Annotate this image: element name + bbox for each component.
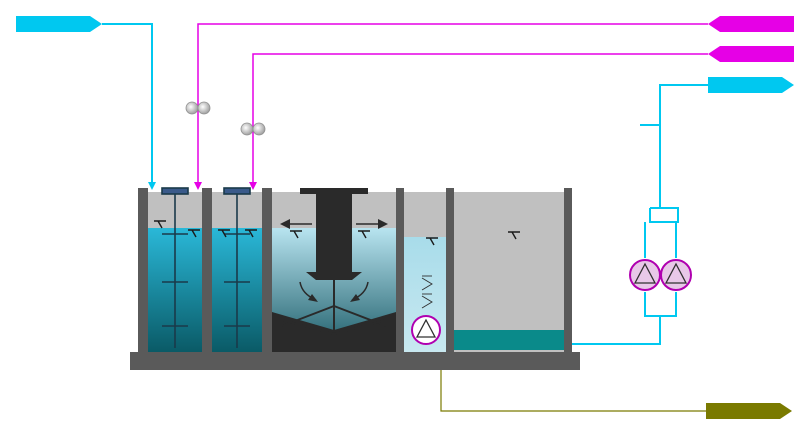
sludge-outlet-arrow-icon[interactable]: [706, 403, 792, 419]
dosing-valve-icon[interactable]: [185, 101, 211, 115]
pump-icon[interactable]: [629, 259, 661, 291]
level-indicator-icon: [154, 220, 520, 246]
flow-arrowhead: [308, 294, 318, 302]
flow-arrowhead: [280, 219, 290, 229]
agitator-icon[interactable]: [223, 187, 251, 348]
dosing-valve-icon[interactable]: [240, 122, 266, 136]
pump-icon[interactable]: [411, 315, 441, 345]
flocculation-tank-2: [212, 188, 272, 352]
clear-water-tank: [454, 188, 572, 352]
clarifier-scraper: [281, 280, 387, 346]
backwash-pipe: [562, 84, 708, 345]
chemical-feed-pipes: [197, 23, 708, 188]
clarifier-drive: [300, 188, 368, 280]
pump-icon[interactable]: [660, 259, 692, 291]
chemical-pipe-arrowhead: [249, 182, 257, 190]
flow-arrowhead: [378, 219, 388, 229]
raw-water-pipe-arrowhead: [148, 182, 156, 190]
level-gauge: [421, 275, 433, 309]
chemical-feed-arrow-icon[interactable]: [708, 16, 794, 32]
basin-foundation: [130, 352, 580, 370]
raw-water-inlet-arrow-icon[interactable]: [16, 16, 102, 32]
flow-arrowhead: [350, 294, 360, 302]
agitator-icon[interactable]: [161, 187, 189, 348]
chemical-feed-arrow-icon[interactable]: [708, 46, 794, 62]
raw-water-pipe: [102, 23, 153, 188]
backwash-water-arrow-icon[interactable]: [708, 77, 794, 93]
chemical-pipe-arrowhead: [194, 182, 202, 190]
